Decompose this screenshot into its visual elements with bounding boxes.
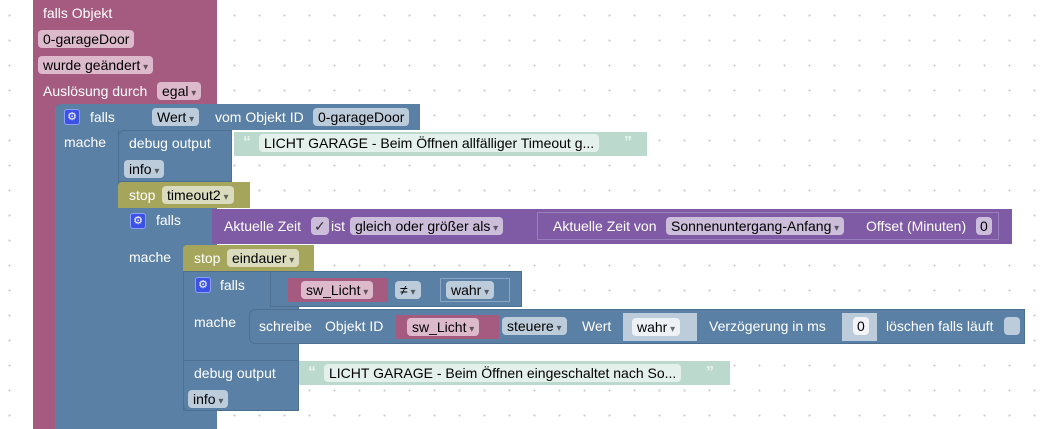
if3-operator-dropdown[interactable]: ≠ — [395, 281, 421, 299]
if3-do-label: mache — [194, 314, 237, 330]
if2-time-label: Aktuelle Zeit — [224, 218, 302, 234]
write-value-label: Wert — [582, 318, 612, 334]
write-delay-label: Verzögerung in ms — [709, 318, 826, 334]
write-clear-label: löschen falls läuft — [886, 318, 994, 334]
if1-value-dropdown[interactable]: Wert — [152, 108, 200, 126]
trigger-by-label: Auslösung durch — [43, 83, 148, 99]
close-quote-icon: ” — [706, 364, 714, 381]
astro-dropdown[interactable]: Sonnenuntergang-Anfang — [666, 217, 845, 235]
write-mode-dropdown[interactable]: steuere — [502, 317, 567, 335]
debug1-level-dropdown[interactable]: info — [124, 160, 165, 178]
astro-label: Aktuelle Zeit von — [553, 218, 657, 234]
if2-comparator-dropdown[interactable]: gleich oder größer als — [350, 217, 504, 235]
if1-from-object-label: vom Objekt ID — [215, 109, 304, 125]
trigger-object-id[interactable]: 0-garageDoor — [38, 30, 135, 48]
write-variable-dropdown[interactable]: sw_Licht — [407, 318, 480, 336]
open-quote-icon: “ — [308, 364, 316, 381]
if2-is-label: ist — [331, 218, 345, 234]
write-clear-checkbox[interactable] — [1004, 317, 1020, 335]
gear-icon[interactable]: ⚙ — [130, 213, 146, 229]
write-label: schreibe — [259, 318, 312, 334]
if2-do-label: mache — [129, 249, 172, 265]
stop2-timer-dropdown[interactable]: eindauer — [227, 249, 300, 267]
write-value-dropdown[interactable]: wahr — [632, 318, 681, 336]
trigger-condition-dropdown[interactable]: wurde geändert — [38, 56, 154, 74]
if3-variable-dropdown[interactable]: sw_Licht — [301, 281, 374, 299]
trigger-by-dropdown[interactable]: egal — [157, 82, 202, 100]
open-quote-icon: “ — [243, 134, 251, 151]
if1-object-id[interactable]: 0-garageDoor — [313, 108, 410, 126]
stop1-timer-dropdown[interactable]: timeout2 — [162, 186, 234, 204]
if2-checkbox[interactable]: ✓ — [311, 217, 329, 235]
if3-compare-dropdown[interactable]: wahr — [446, 281, 495, 299]
offset-value[interactable]: 0 — [976, 217, 992, 235]
debug1-label: debug output — [129, 135, 211, 151]
debug2-label: debug output — [194, 365, 276, 381]
stop2-label: stop — [194, 250, 221, 266]
offset-label: Offset (Minuten) — [866, 218, 967, 234]
trigger-title: falls Objekt — [43, 5, 113, 21]
stop1-label: stop — [129, 187, 156, 203]
gear-icon[interactable]: ⚙ — [195, 277, 211, 293]
write-delay-value[interactable]: 0 — [853, 317, 869, 335]
debug2-text[interactable]: LICHT GARAGE - Beim Öffnen eingeschaltet… — [324, 364, 682, 382]
gear-icon[interactable]: ⚙ — [64, 109, 80, 125]
debug2-level-dropdown[interactable]: info — [188, 390, 229, 408]
if2-label: falls — [156, 212, 181, 228]
close-quote-icon: ” — [624, 134, 632, 151]
if1-do-label: mache — [64, 134, 107, 150]
debug1-text[interactable]: LICHT GARAGE - Beim Öffnen allfälliger T… — [259, 134, 600, 152]
write-object-label: Objekt ID — [325, 318, 384, 334]
if1-label: falls — [90, 109, 115, 125]
if3-label: falls — [220, 277, 245, 293]
